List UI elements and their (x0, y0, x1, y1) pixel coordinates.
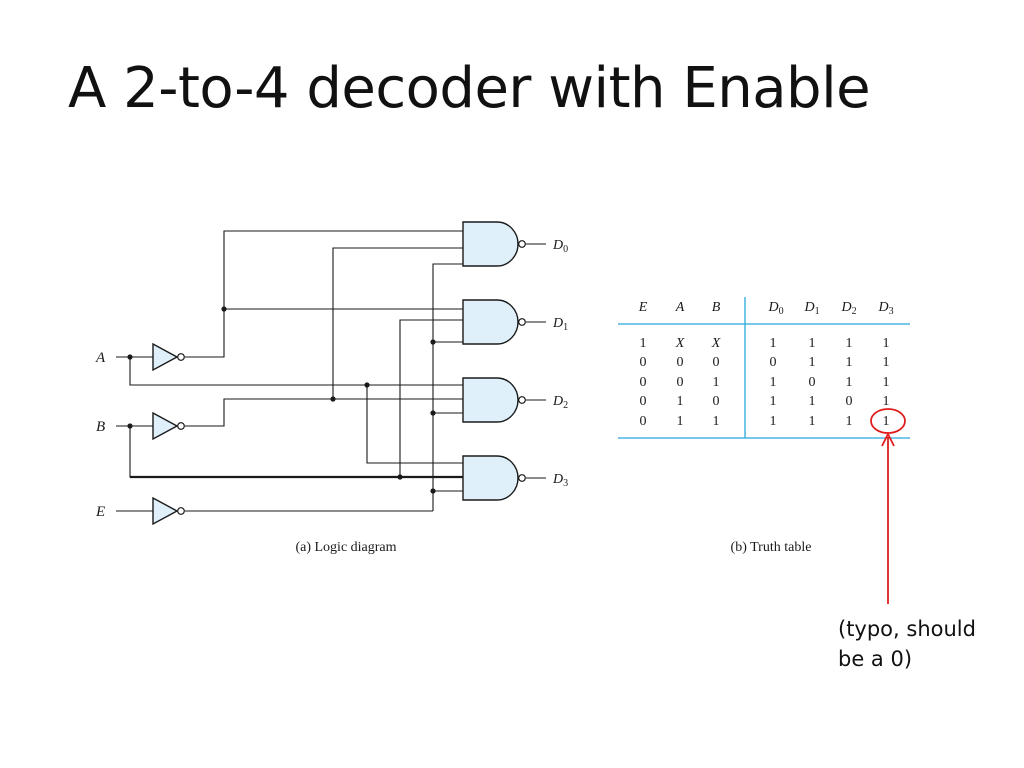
table-cell: 0 (713, 394, 720, 409)
table-cell: 1 (677, 394, 684, 409)
table-cell: 1 (846, 414, 853, 429)
junction-dot (127, 354, 133, 360)
inverter-gate-a (152, 343, 186, 371)
table-cell: 1 (846, 375, 853, 390)
table-cell: 0 (770, 355, 777, 370)
table-cell: 1 (713, 414, 720, 429)
table-cell: 0 (846, 394, 853, 409)
logic-diagram-caption: (a) Logic diagram (295, 540, 396, 555)
table-cell: 1 (640, 336, 647, 351)
column-header-d0: D0 (767, 300, 783, 317)
table-cell: 0 (677, 355, 684, 370)
table-cell: 1 (809, 394, 816, 409)
table-cell: 1 (809, 336, 816, 351)
table-cell: 1 (770, 336, 777, 351)
junction-dot (364, 382, 370, 388)
inverter-gate-b (152, 412, 186, 440)
output-label-d3: D3 (552, 472, 568, 489)
junction-dot (430, 488, 436, 494)
column-header-e: E (638, 300, 648, 315)
output-label-d0: D0 (552, 238, 568, 255)
table-cell: 1 (883, 375, 890, 390)
junction-dot (430, 339, 436, 345)
nand-gate-d2 (462, 377, 526, 423)
junction-dot (127, 423, 133, 429)
table-cell: 1 (770, 394, 777, 409)
table-cell: 0 (640, 355, 647, 370)
typo-note: (typo, should be a 0) (838, 614, 1018, 674)
table-cell: X (711, 336, 721, 351)
table-cell: 1 (883, 394, 890, 409)
typo-note-line-1: (typo, should (838, 617, 976, 641)
output-label-d1: D1 (552, 316, 568, 333)
junction-dots (127, 306, 436, 494)
truth-table-caption: (b) Truth table (731, 540, 812, 555)
table-cell: 1 (883, 336, 890, 351)
table-header: E A B D0 D1 D2 D3 (638, 300, 894, 317)
junction-dot (397, 474, 403, 480)
table-rules (618, 297, 910, 439)
table-cell: 0 (640, 394, 647, 409)
output-label-d2: D2 (552, 394, 568, 411)
table-body: 1 X X 1 1 1 1 0 0 0 0 1 1 1 0 0 1 1 0 1 … (640, 336, 890, 429)
table-cell: X (675, 336, 685, 351)
arrow-head (881, 431, 895, 447)
table-cell: 0 (640, 414, 647, 429)
input-label-a: A (95, 350, 106, 366)
logic-diagram: A B E D0 D1 D2 D3 (a) Logic diagram (95, 221, 568, 555)
typo-note-line-2: be a 0) (838, 647, 913, 671)
table-cell: 1 (809, 414, 816, 429)
column-header-d2: D2 (840, 300, 856, 317)
input-label-b: B (96, 419, 105, 435)
nand-gate-d0 (462, 221, 526, 267)
table-cell: 1 (846, 355, 853, 370)
nand-gate-d3 (462, 455, 526, 501)
table-cell: 0 (713, 355, 720, 370)
truth-table: E A B D0 D1 D2 D3 1 X X 1 1 1 1 0 0 0 0 … (618, 297, 910, 555)
table-cell: 0 (677, 375, 684, 390)
output-labels: D0 D1 D2 D3 (552, 238, 568, 489)
typo-annotation (870, 408, 906, 604)
input-label-e: E (95, 504, 105, 520)
table-cell: 1 (883, 355, 890, 370)
column-header-b: B (712, 300, 721, 315)
column-header-d3: D3 (877, 300, 893, 317)
slide-title: A 2-to-4 decoder with Enable (68, 56, 871, 121)
junction-dot (430, 410, 436, 416)
table-cell: 1 (846, 336, 853, 351)
table-cell: 1 (809, 355, 816, 370)
table-cell: 1 (770, 375, 777, 390)
table-cell-typo: 1 (883, 414, 890, 429)
table-cell: 0 (809, 375, 816, 390)
junction-dot (221, 306, 227, 312)
table-cell: 1 (713, 375, 720, 390)
junction-dot (330, 396, 336, 402)
inverter-gate-e (152, 497, 186, 525)
table-cell: 1 (677, 414, 684, 429)
column-header-a: A (675, 300, 685, 315)
nand-gate-d1 (462, 299, 526, 345)
table-cell: 1 (770, 414, 777, 429)
column-header-d1: D1 (803, 300, 819, 317)
table-cell: 0 (640, 375, 647, 390)
